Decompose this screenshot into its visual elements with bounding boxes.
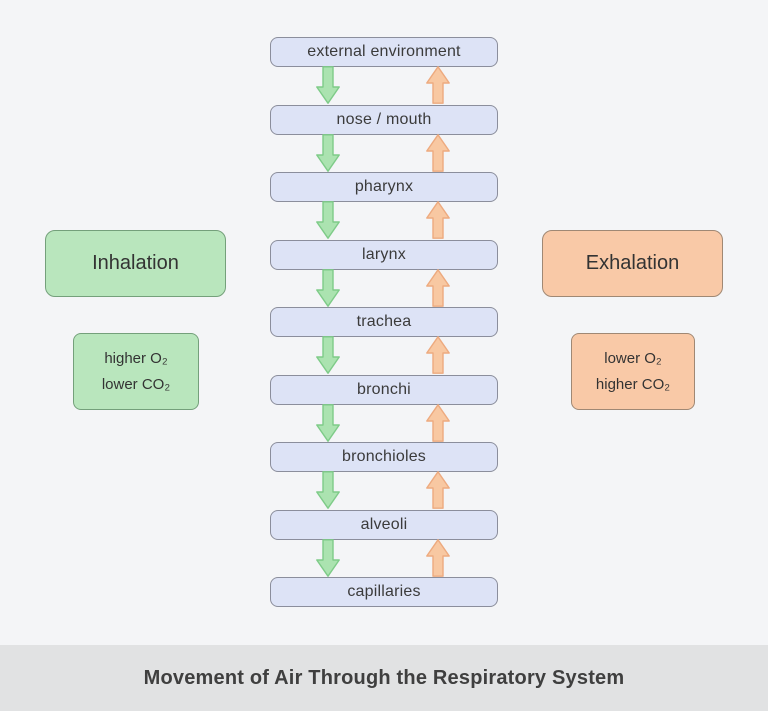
down-arrow-icon xyxy=(316,471,340,509)
down-arrow-icon xyxy=(316,336,340,374)
down-arrow-icon xyxy=(316,269,340,307)
flow-node: capillaries xyxy=(270,577,498,607)
inhalation-gases-box: higher O₂ lower CO₂ xyxy=(73,333,199,410)
down-arrow-icon xyxy=(316,539,340,577)
down-arrow-icon xyxy=(316,404,340,442)
flow-node: pharynx xyxy=(270,172,498,202)
up-arrow-icon xyxy=(426,201,450,239)
up-arrow-icon xyxy=(426,336,450,374)
exhalation-gas-line-1: lower O₂ xyxy=(604,349,662,367)
flow-node: bronchioles xyxy=(270,442,498,472)
exhalation-gases-box: lower O₂ higher CO₂ xyxy=(571,333,695,410)
up-arrow-icon xyxy=(426,471,450,509)
flow-node: external environment xyxy=(270,37,498,67)
down-arrow-icon xyxy=(316,201,340,239)
up-arrow-icon xyxy=(426,404,450,442)
down-arrow-icon xyxy=(316,66,340,104)
flow-node: alveoli xyxy=(270,510,498,540)
flow-node: nose / mouth xyxy=(270,105,498,135)
flow-node: larynx xyxy=(270,240,498,270)
inhalation-label-box: Inhalation xyxy=(45,230,226,297)
up-arrow-icon xyxy=(426,66,450,104)
exhalation-label-box: Exhalation xyxy=(542,230,723,297)
inhalation-gas-line-1: higher O₂ xyxy=(104,349,168,367)
up-arrow-icon xyxy=(426,269,450,307)
up-arrow-icon xyxy=(426,134,450,172)
caption-band: Movement of Air Through the Respiratory … xyxy=(0,645,768,711)
up-arrow-icon xyxy=(426,539,450,577)
down-arrow-icon xyxy=(316,134,340,172)
exhalation-gas-line-2: higher CO₂ xyxy=(595,375,671,393)
flow-node: trachea xyxy=(270,307,498,337)
diagram-title: Movement of Air Through the Respiratory … xyxy=(143,666,625,689)
flow-node: bronchi xyxy=(270,375,498,405)
inhalation-gas-line-2: lower CO₂ xyxy=(101,375,171,393)
inhalation-label: Inhalation xyxy=(92,252,179,274)
exhalation-label: Exhalation xyxy=(585,252,680,274)
